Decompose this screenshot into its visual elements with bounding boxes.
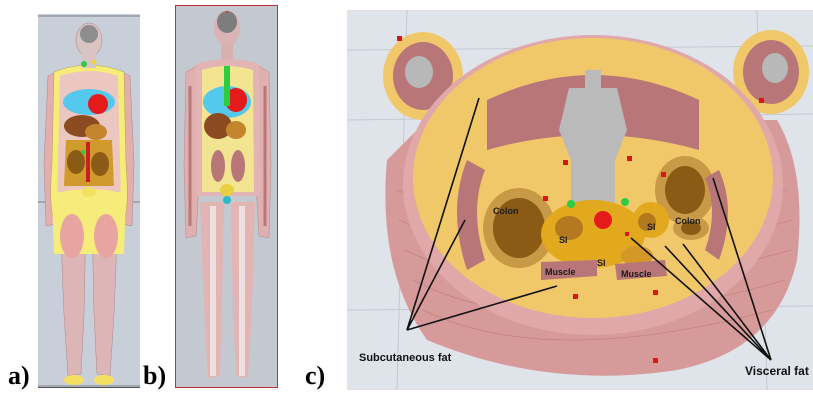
panel-label-a: a) — [8, 363, 30, 389]
panel-a-baseline — [38, 387, 140, 388]
label-muscle-left: Muscle — [545, 267, 576, 277]
body-model-front-a — [38, 14, 140, 388]
label-colon-right: Colon — [675, 216, 701, 226]
cross-section-drawing: Colon Colon SI SI SI Muscle Muscle — [347, 10, 813, 390]
body-model-front-b — [175, 5, 278, 388]
annotation-visceral-fat: Visceral fat — [745, 364, 809, 378]
label-si-left: SI — [559, 235, 568, 245]
panel-label-c: c) — [305, 363, 325, 389]
annotation-subcutaneous-fat: Subcutaneous fat — [359, 352, 451, 364]
abdomen-cross-section: Colon Colon SI SI SI Muscle Muscle Subcu… — [347, 10, 813, 390]
label-si-right: SI — [647, 222, 656, 232]
label-si-center: SI — [597, 258, 606, 268]
label-muscle-right: Muscle — [621, 269, 652, 279]
label-colon-left: Colon — [493, 206, 519, 216]
body-model-a-drawing — [38, 14, 140, 388]
body-model-b-drawing — [176, 6, 278, 388]
panel-label-b: b) — [143, 363, 166, 389]
